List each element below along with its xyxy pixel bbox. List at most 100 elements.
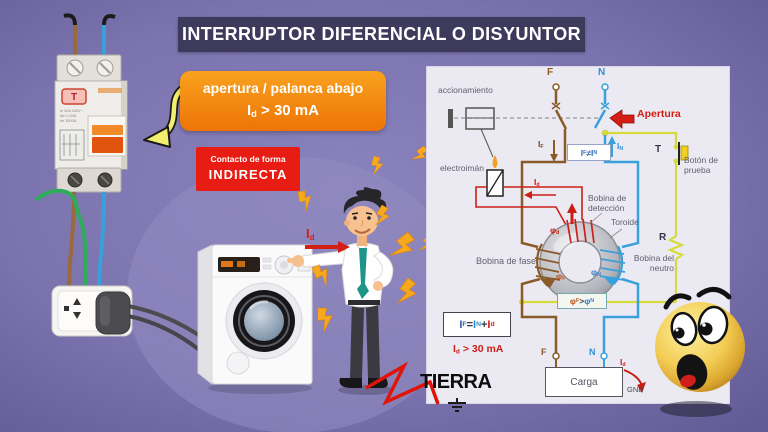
printed-schematic: [59, 129, 85, 161]
detection-winding: [566, 218, 595, 244]
electromagnet-flame: [492, 155, 498, 169]
label-detection-coil-l2: detección: [588, 202, 625, 213]
emoji-tongue: [680, 374, 696, 388]
phase-switch-blade: [554, 109, 568, 130]
label-neutral-coil-l1: Bobina del: [633, 253, 674, 263]
flux-arrowhead: [567, 203, 577, 213]
trip-callout: apertura / palanca abajo Id > 30 mA: [180, 71, 386, 131]
socket-hole: [64, 306, 69, 311]
loop-current-arrowhead: [524, 191, 532, 199]
toroid: [539, 221, 621, 303]
screw-slot: [70, 175, 80, 185]
shocked-emoji: [655, 287, 745, 417]
eyebrow: [365, 212, 373, 215]
phase-flux-arrowhead: [540, 278, 556, 288]
rating-marking: I∆n 0.03A: [60, 114, 77, 118]
label-apertura: Apertura: [637, 108, 681, 120]
door-glass: [244, 301, 284, 341]
neutral-current-arrowhead: [608, 136, 616, 144]
earth-fault-zigzag: [365, 361, 440, 406]
label-flux-phase: φF: [556, 271, 566, 283]
label-gnd: GND: [627, 385, 644, 394]
lever-top: [92, 125, 123, 135]
label-phase-top: F: [547, 67, 554, 78]
label-test-button-l2: prueba: [684, 164, 711, 175]
washer-side-panel: [197, 244, 213, 386]
label-leakage-current: Id: [620, 357, 626, 369]
detection-loop: [475, 186, 583, 226]
trip-callout-line1: apertura / palanca abajo: [202, 80, 364, 96]
tie: [357, 248, 369, 299]
label-flux-neutral: φN: [591, 267, 601, 279]
test-node: [673, 158, 679, 164]
washing-machine: [197, 244, 313, 394]
ground-symbol: [448, 398, 466, 412]
trip-callout-line2: Id > 30 mA: [247, 102, 319, 120]
power-cable: [127, 314, 204, 354]
socket-hole: [73, 312, 81, 319]
label-test-button-l1: Botón de: [684, 155, 719, 165]
mouth: [354, 228, 371, 234]
label-pointer: [609, 228, 623, 239]
ground-wire-green: [34, 188, 87, 288]
nose: [360, 219, 364, 227]
fault-current-arrow: [305, 241, 350, 253]
label-current-neutral: IN: [617, 141, 624, 153]
test-button: [61, 88, 87, 105]
neutral-switch-blade: [593, 109, 607, 129]
label-neutral-bottom: N: [589, 347, 596, 357]
glass-highlight: [248, 300, 269, 310]
neck: [357, 234, 367, 246]
screw-slot: [99, 62, 111, 74]
label-pointer: [588, 212, 603, 225]
label-neutral-coil-l2: neutro: [649, 262, 674, 273]
screw-slot: [100, 175, 110, 185]
label-resistor: R: [659, 232, 667, 243]
toroid-inner: [558, 240, 602, 284]
shock-current-label: Id: [306, 226, 315, 242]
label-current-phase: IF: [538, 139, 544, 151]
wall-socket: [51, 285, 208, 354]
phase-wire-down: [67, 191, 76, 289]
lever-pointer-arrow: [143, 86, 185, 148]
belt: [348, 300, 380, 305]
label-accionamiento: accionamiento: [438, 85, 493, 95]
load-box: Carga: [545, 367, 623, 397]
lever-handle-down: [92, 137, 123, 153]
actuator-link: [480, 128, 494, 158]
emoji-glint: [702, 323, 706, 327]
resistor: [667, 235, 685, 260]
hand-on-hip: [373, 281, 383, 291]
pointing-finger: [287, 258, 298, 263]
label-detection-coil-l1: Bobina de: [588, 193, 627, 203]
label-threshold: Id > 30 mA: [453, 343, 504, 356]
leakage-arrowhead: [637, 382, 646, 393]
rating-marking: Im 3000A: [60, 119, 77, 123]
plug-highlight: [100, 296, 110, 326]
phase-wire-hook: [63, 13, 77, 26]
label-phase-coil: Bobina de fase: [475, 256, 536, 266]
eyebrow: [351, 212, 359, 215]
cartoon-man: [287, 187, 394, 395]
label-neutral-coil: Bobina del neutro: [626, 253, 674, 274]
washer-dial-center: [280, 261, 288, 269]
tierra-label: TIERRA: [420, 371, 492, 393]
warning-line2: INDIRECTA: [208, 167, 288, 182]
phase-current-arrowhead: [550, 154, 558, 162]
toroid-highlight: [553, 232, 579, 252]
test-button-label: T: [71, 92, 77, 103]
apertura-hand-icon: [609, 109, 635, 129]
ear: [344, 220, 350, 226]
emoji-pupil-left: [673, 327, 685, 339]
emoji-glint: [675, 328, 679, 332]
test-node: [673, 144, 679, 150]
label-flux-d: φd: [550, 225, 560, 237]
indirect-contact-warning: Contacto de forma INDIRECTA: [196, 147, 300, 191]
label-phase-bottom: F: [541, 347, 547, 357]
washer-button: [262, 264, 272, 270]
screw-slot: [69, 62, 81, 74]
model-marking: [98, 88, 122, 93]
